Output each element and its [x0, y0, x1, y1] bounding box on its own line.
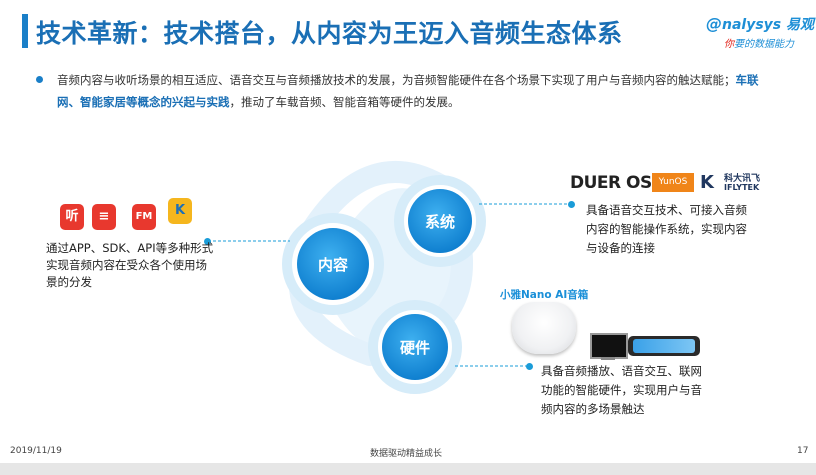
iflytek-cn-name: 科大讯飞: [724, 174, 761, 184]
monitor-stand: [601, 357, 615, 360]
dueros-logo: DUER OS: [570, 173, 652, 193]
intro-highlight: 车联网、智能家居等概念的兴起与实践: [57, 73, 759, 109]
leader-dot-right-top: [568, 201, 575, 208]
car-display-image: [628, 336, 700, 356]
smart-speaker-image: [512, 302, 576, 354]
intro-paragraph: 音频内容与收听场景的相互适应、语音交互与音频播放技术的发展，为音频智能硬件在各个…: [57, 69, 777, 113]
analysys-logo: @nalysys 易观 你要的数据能力: [706, 14, 815, 50]
system-node-label: 系统: [424, 213, 455, 231]
speaker-product-label: 小雅Nano AI音箱: [500, 289, 589, 301]
intro-text-2: ，推动了车载音频、智能音箱等硬件的发展。: [229, 95, 460, 109]
page-title: 技术革新：技术搭台，从内容为王迈入音频生态体系: [36, 19, 623, 48]
tingshu-app-icon: 听: [60, 204, 84, 230]
logo-tagline: 你要的数据能力: [724, 39, 794, 50]
content-node-label: 内容: [317, 256, 348, 274]
xiami-app-icon: ≡: [92, 204, 116, 230]
leader-dot-left: [204, 238, 211, 245]
system-node: [408, 189, 472, 253]
title-accent-bar: [22, 14, 28, 48]
kaishu-app-icon: K: [168, 198, 192, 224]
hardware-node-label: 硬件: [399, 339, 430, 357]
leader-dot-right-bottom: [526, 363, 533, 370]
logo-wordmark: @nalysys 易观: [706, 14, 815, 33]
iflytek-mark-icon: K: [700, 172, 714, 193]
system-description: 具备语音交互技术、可接入音频内容的智能操作系统，实现内容与设备的连接: [586, 203, 747, 255]
intro-text-1: 音频内容与收听场景的相互适应、语音交互与音频播放技术的发展，为音频智能硬件在各个…: [57, 73, 736, 87]
footer-date: 2019/11/19: [10, 446, 62, 456]
app-icons-row: 听 ≡ FM K: [60, 198, 200, 234]
footer-bar: [0, 463, 816, 475]
content-node: [297, 228, 369, 300]
footer-tagline: 数据驱动精益成长: [370, 449, 443, 459]
content-description: 通过APP、SDK、API等多种形式实现音频内容在受众各个使用场景的分发: [46, 241, 214, 289]
hardware-description: 具备音频播放、语音交互、联网功能的智能硬件，实现用户与音频内容的多场景触达: [541, 364, 702, 416]
hardware-node: [382, 314, 448, 380]
page-number: 17: [797, 446, 809, 456]
monitor-image: [590, 333, 628, 359]
iflytek-en-name: IFLYTEK: [724, 183, 760, 192]
yunos-logo: YunOS: [652, 173, 694, 192]
iflytek-logo: K 科大讯飞 IFLYTEK: [700, 171, 760, 195]
fm-app-icon: FM: [132, 204, 156, 230]
bullet-dot: [36, 76, 43, 83]
